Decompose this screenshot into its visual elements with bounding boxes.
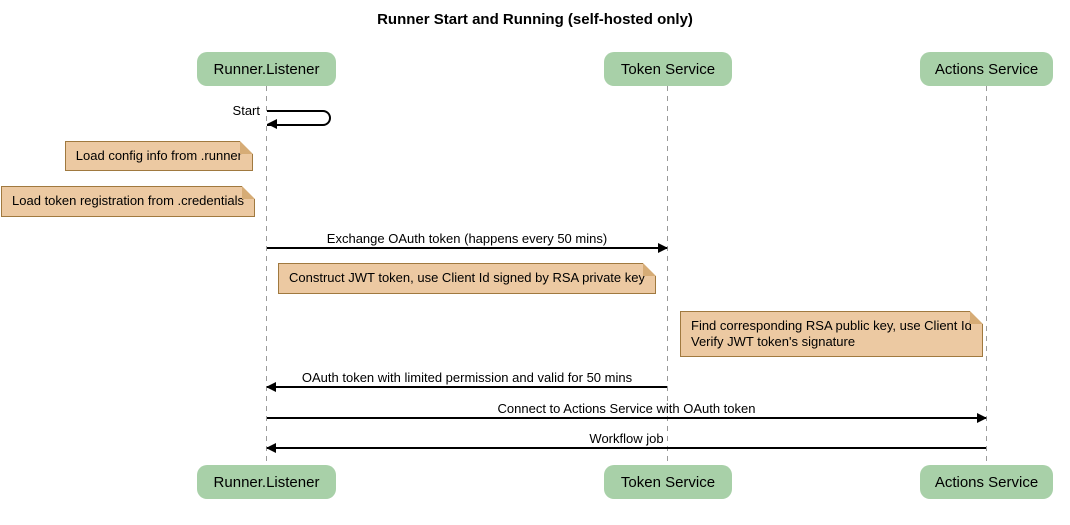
note-text-line-1: Find corresponding RSA public key, use C… [691, 318, 972, 333]
lifeline-actions-service [986, 86, 987, 465]
message-label: Connect to Actions Service with OAuth to… [497, 401, 756, 416]
note-construct-jwt: Construct JWT token, use Client Id signe… [278, 263, 656, 294]
note-load-config: Load config info from .runner [64, 141, 253, 171]
note-text: Load config info from .runner [75, 148, 242, 163]
self-message-loop-line [267, 110, 331, 126]
arrowhead-left-icon [266, 443, 276, 453]
lifeline-token-service [667, 86, 668, 465]
note-load-token-registration: Load token registration from .credential… [1, 186, 255, 217]
arrowhead-left-icon [266, 382, 276, 392]
note-text-line-2: Verify JWT token's signature [691, 334, 856, 349]
actor-runner-listener-top: Runner.Listener [197, 52, 336, 86]
actor-label: Runner.Listener [213, 60, 320, 78]
note-fold-icon [642, 263, 656, 276]
message-label: OAuth token with limited permission and … [301, 370, 633, 385]
arrowhead-left-icon [267, 119, 277, 129]
actor-label: Runner.Listener [213, 473, 320, 491]
message-label: Exchange OAuth token (happens every 50 m… [326, 231, 608, 246]
arrowhead-right-icon [658, 243, 668, 253]
actor-actions-service-bottom: Actions Service [920, 465, 1053, 499]
actor-label: Actions Service [934, 473, 1039, 491]
message-workflow-job: Workflow job [266, 431, 986, 453]
message-connect-actions-service: Connect to Actions Service with OAuth to… [267, 401, 987, 423]
note-fold-icon [242, 186, 255, 199]
actor-label: Actions Service [934, 60, 1039, 78]
message-line [266, 443, 986, 453]
actor-token-service-bottom: Token Service [604, 465, 732, 499]
lifeline-runner-listener [266, 86, 267, 465]
message-line [267, 243, 668, 253]
actor-label: Token Service [620, 60, 716, 78]
actor-token-service-top: Token Service [604, 52, 732, 86]
note-fold-icon [969, 311, 983, 324]
note-verify-jwt: Find corresponding RSA public key, use C… [680, 311, 983, 357]
message-line [267, 413, 987, 423]
actor-runner-listener-bottom: Runner.Listener [197, 465, 336, 499]
message-label: Workflow job [589, 431, 664, 446]
note-fold-icon [240, 141, 253, 154]
diagram-title: Runner Start and Running (self-hosted on… [377, 11, 693, 28]
note-text: Construct JWT token, use Client Id signe… [289, 270, 645, 285]
note-text: Load token registration from .credential… [12, 193, 244, 208]
message-line [266, 382, 667, 392]
arrowhead-right-icon [977, 413, 987, 423]
actor-label: Token Service [620, 473, 716, 491]
message-oauth-token-returned: OAuth token with limited permission and … [266, 370, 667, 392]
message-exchange-oauth-token: Exchange OAuth token (happens every 50 m… [267, 231, 668, 253]
self-message-start-label: Start [232, 103, 260, 118]
actor-actions-service-top: Actions Service [920, 52, 1053, 86]
